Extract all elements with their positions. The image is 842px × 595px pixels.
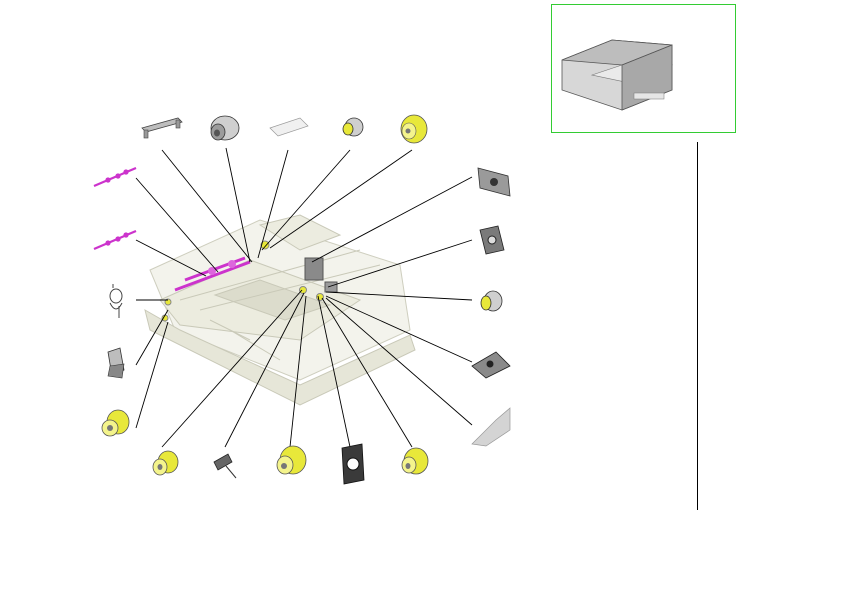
gear-part-icon — [401, 447, 429, 475]
guide-plate — [269, 117, 309, 137]
side-bracket-top — [477, 167, 511, 197]
roller-part-icon — [480, 290, 503, 312]
leader-lines — [135, 147, 473, 448]
overview-thumbnail — [551, 4, 736, 133]
gear-yellow-bottom — [401, 447, 429, 475]
spring-part-icon — [109, 284, 123, 318]
clip-part-icon — [107, 347, 125, 379]
bushing-part-icon — [152, 450, 179, 476]
motor-mount-plate — [341, 443, 365, 485]
plate-part-icon — [471, 407, 511, 447]
lever — [213, 453, 237, 479]
plate-part-icon — [269, 117, 309, 137]
bracket-part-icon — [141, 117, 183, 139]
bushing-part-icon — [101, 409, 130, 437]
document-feeder-unit-icon — [561, 39, 674, 111]
gear-yellow-large — [400, 114, 428, 144]
bracket-part-icon — [479, 225, 505, 255]
rail-bracket — [141, 117, 183, 139]
spring — [109, 284, 123, 318]
pulley-yellow — [276, 445, 307, 475]
lower-shaft — [93, 229, 137, 251]
side-bracket-low — [471, 351, 511, 379]
bushing-bottom — [152, 450, 179, 476]
bushing-left — [101, 409, 130, 437]
mount-plate-part-icon — [341, 443, 365, 485]
roller-part-icon — [210, 115, 240, 141]
clip — [107, 347, 125, 379]
side-bracket-mid — [479, 225, 505, 255]
gear-part-icon — [400, 114, 428, 144]
parts-layer — [93, 114, 511, 485]
pulley-part-icon — [276, 445, 307, 475]
bracket-part-icon — [471, 351, 511, 379]
bracket-part-icon — [477, 167, 511, 197]
lever-part-icon — [213, 453, 237, 479]
divider-line — [697, 142, 698, 510]
roller-part-icon — [342, 117, 364, 137]
upper-shaft — [93, 166, 137, 188]
main-assembly — [144, 214, 416, 406]
shaft-part-icon — [93, 166, 137, 188]
roller-yellow-right — [480, 290, 503, 312]
small-roller — [342, 117, 364, 137]
shaft-part-icon — [93, 229, 137, 251]
paper-guide-plate — [471, 407, 511, 447]
feed-roller-gray — [210, 115, 240, 141]
